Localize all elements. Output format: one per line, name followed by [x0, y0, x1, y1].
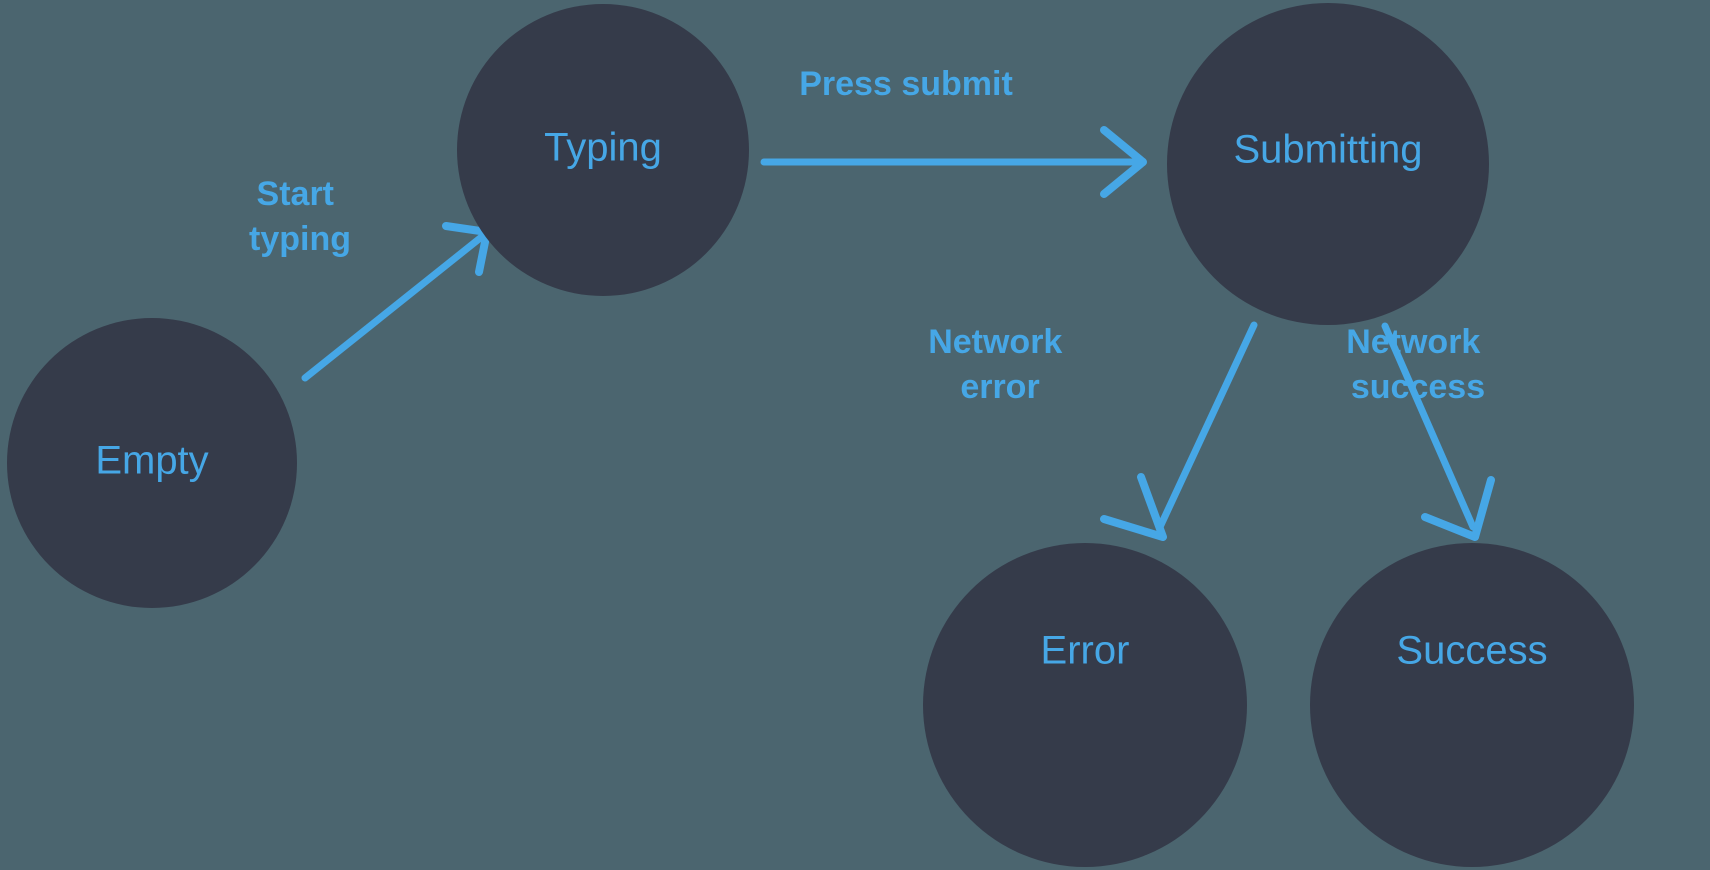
state-node-error[interactable]: Error [923, 543, 1247, 867]
edge-label-network-error: Network error [928, 323, 1072, 406]
edge-label-line: Network [928, 323, 1062, 361]
state-node-label: Submitting [1234, 128, 1423, 172]
state-node-circle[interactable] [1310, 543, 1634, 867]
edge-label-line: error [960, 368, 1039, 406]
edge-label-line: Network [1346, 323, 1480, 361]
edge-empty-to-typing: Start typing [249, 175, 491, 382]
state-node-label: Error [1041, 629, 1130, 673]
state-node-submitting[interactable]: Submitting [1167, 3, 1489, 325]
edge-submitting-to-error: Network error [928, 321, 1258, 541]
state-node-label: Typing [544, 126, 662, 170]
edge-typing-to-submitting: Press submit [760, 65, 1147, 198]
state-node-circle[interactable] [457, 4, 749, 296]
edge-label-line: success [1351, 368, 1485, 406]
state-node-circle[interactable] [7, 318, 297, 608]
edge-label-line: Start [257, 175, 334, 213]
state-node-circle[interactable] [923, 543, 1247, 867]
edge-label-line: Press submit [799, 65, 1013, 103]
edge-line [1156, 321, 1258, 531]
state-node-circle[interactable] [1167, 3, 1489, 325]
edge-label-start-typing: Start typing [249, 175, 351, 258]
edge-line [1381, 322, 1477, 531]
arrowhead-icon [1421, 476, 1495, 541]
edge-submitting-to-success: Network success [1346, 322, 1495, 541]
state-node-label: Empty [95, 439, 208, 483]
edge-label-line: typing [249, 220, 351, 258]
edge-label-network-success: Network success [1346, 323, 1490, 406]
state-node-empty[interactable]: Empty [7, 318, 297, 608]
state-node-label: Success [1396, 629, 1547, 673]
state-node-success[interactable]: Success [1310, 543, 1634, 867]
arrowhead-icon [1100, 126, 1147, 198]
arrowhead-icon [1100, 473, 1167, 541]
edge-line [301, 231, 488, 382]
state-node-typing[interactable]: Typing [457, 4, 749, 296]
edge-label-press-submit: Press submit [799, 65, 1013, 103]
